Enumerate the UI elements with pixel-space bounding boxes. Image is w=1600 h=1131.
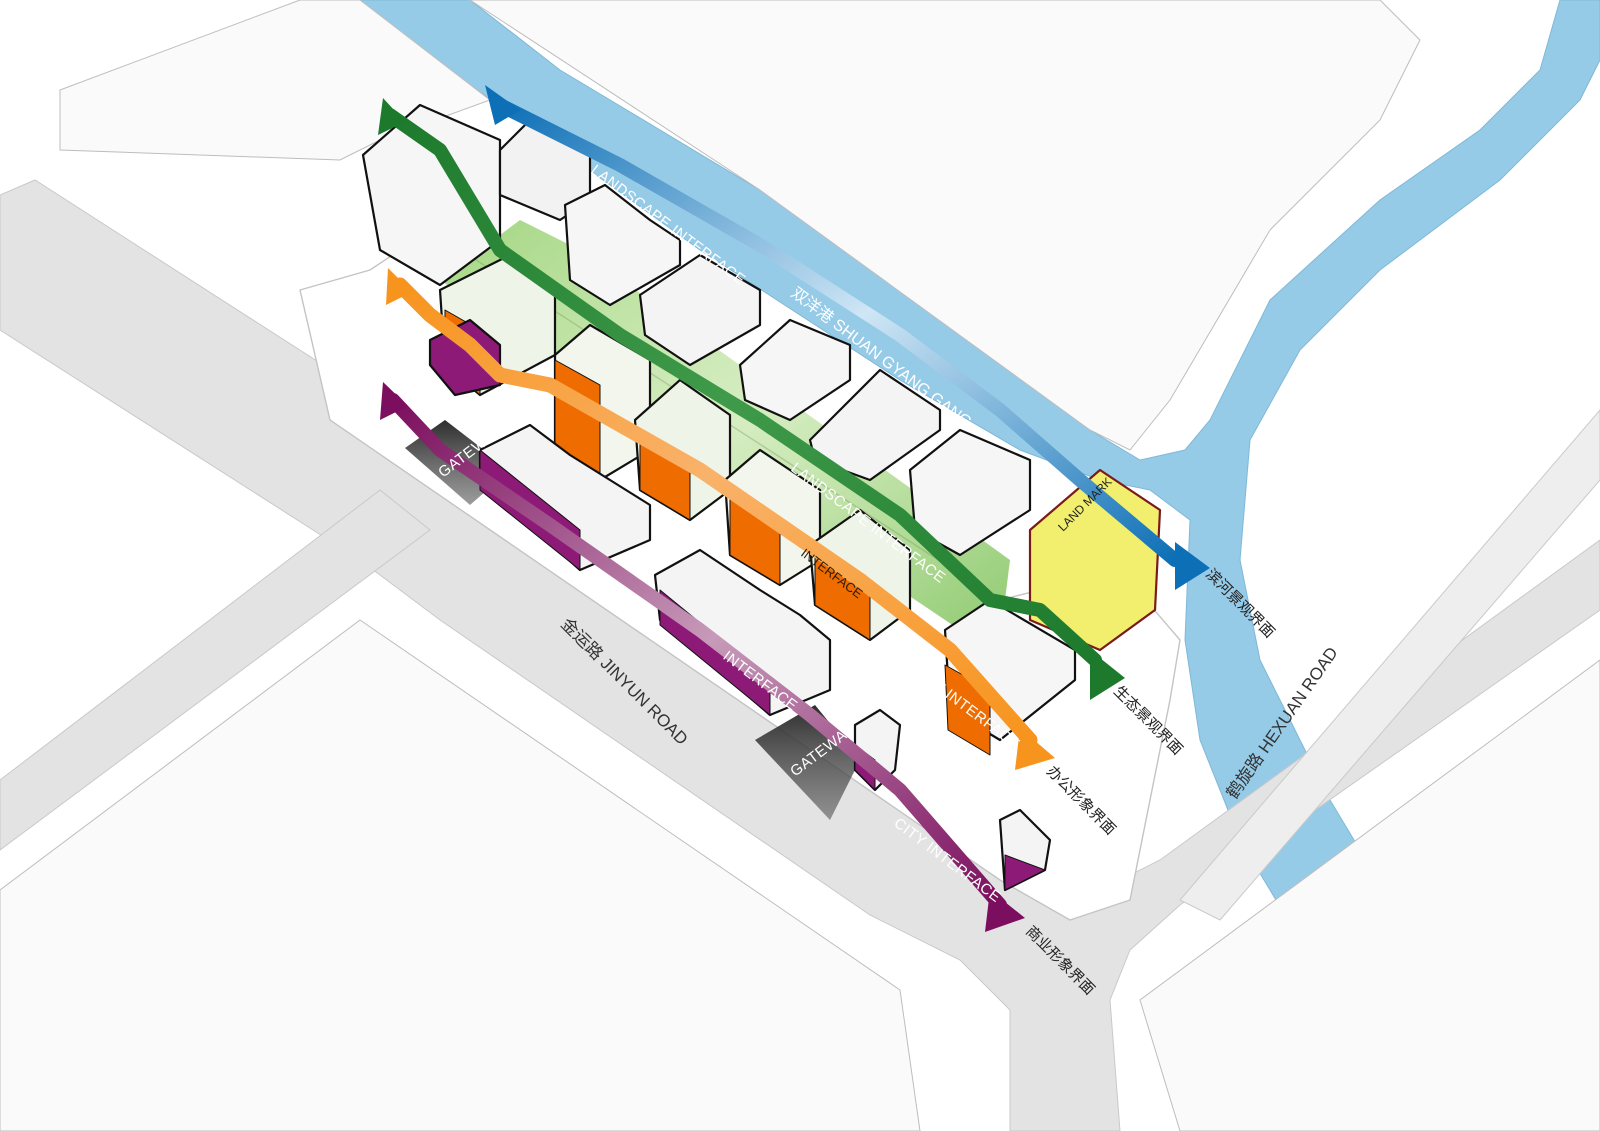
arrow-eco-interface [383,108,1102,667]
building-n5 [738,318,852,422]
parcel-southeast [1139,659,1600,1131]
arrowhead-purple-se [985,890,1025,932]
building-n4 [638,253,762,367]
road-hexuan [1179,409,1600,921]
arrow-commercial-interface [386,393,1007,912]
parcel-southwest [0,619,921,1131]
buildings [361,103,1162,892]
arrow-landscape-interface-riverside [493,98,1182,567]
arrowhead-orange-nw [386,268,412,305]
podium-c1 [428,318,502,397]
interface-arrows [378,85,1210,932]
arrow-office-interface [392,277,1038,748]
building-n3 [563,183,682,307]
arrowhead-orange-se [1015,728,1055,770]
arrowhead-green-se [1090,650,1125,700]
arrowhead-blue-se [1175,542,1210,590]
arrowhead-green-nw [378,98,405,135]
parcel-northeast [469,0,1421,451]
arrowhead-blue-nw [485,85,520,125]
arrowhead-purple-nw [380,382,408,420]
river [359,0,1600,1131]
podium-c5-facade [1004,854,1046,891]
road-west-diagonal [0,489,431,851]
